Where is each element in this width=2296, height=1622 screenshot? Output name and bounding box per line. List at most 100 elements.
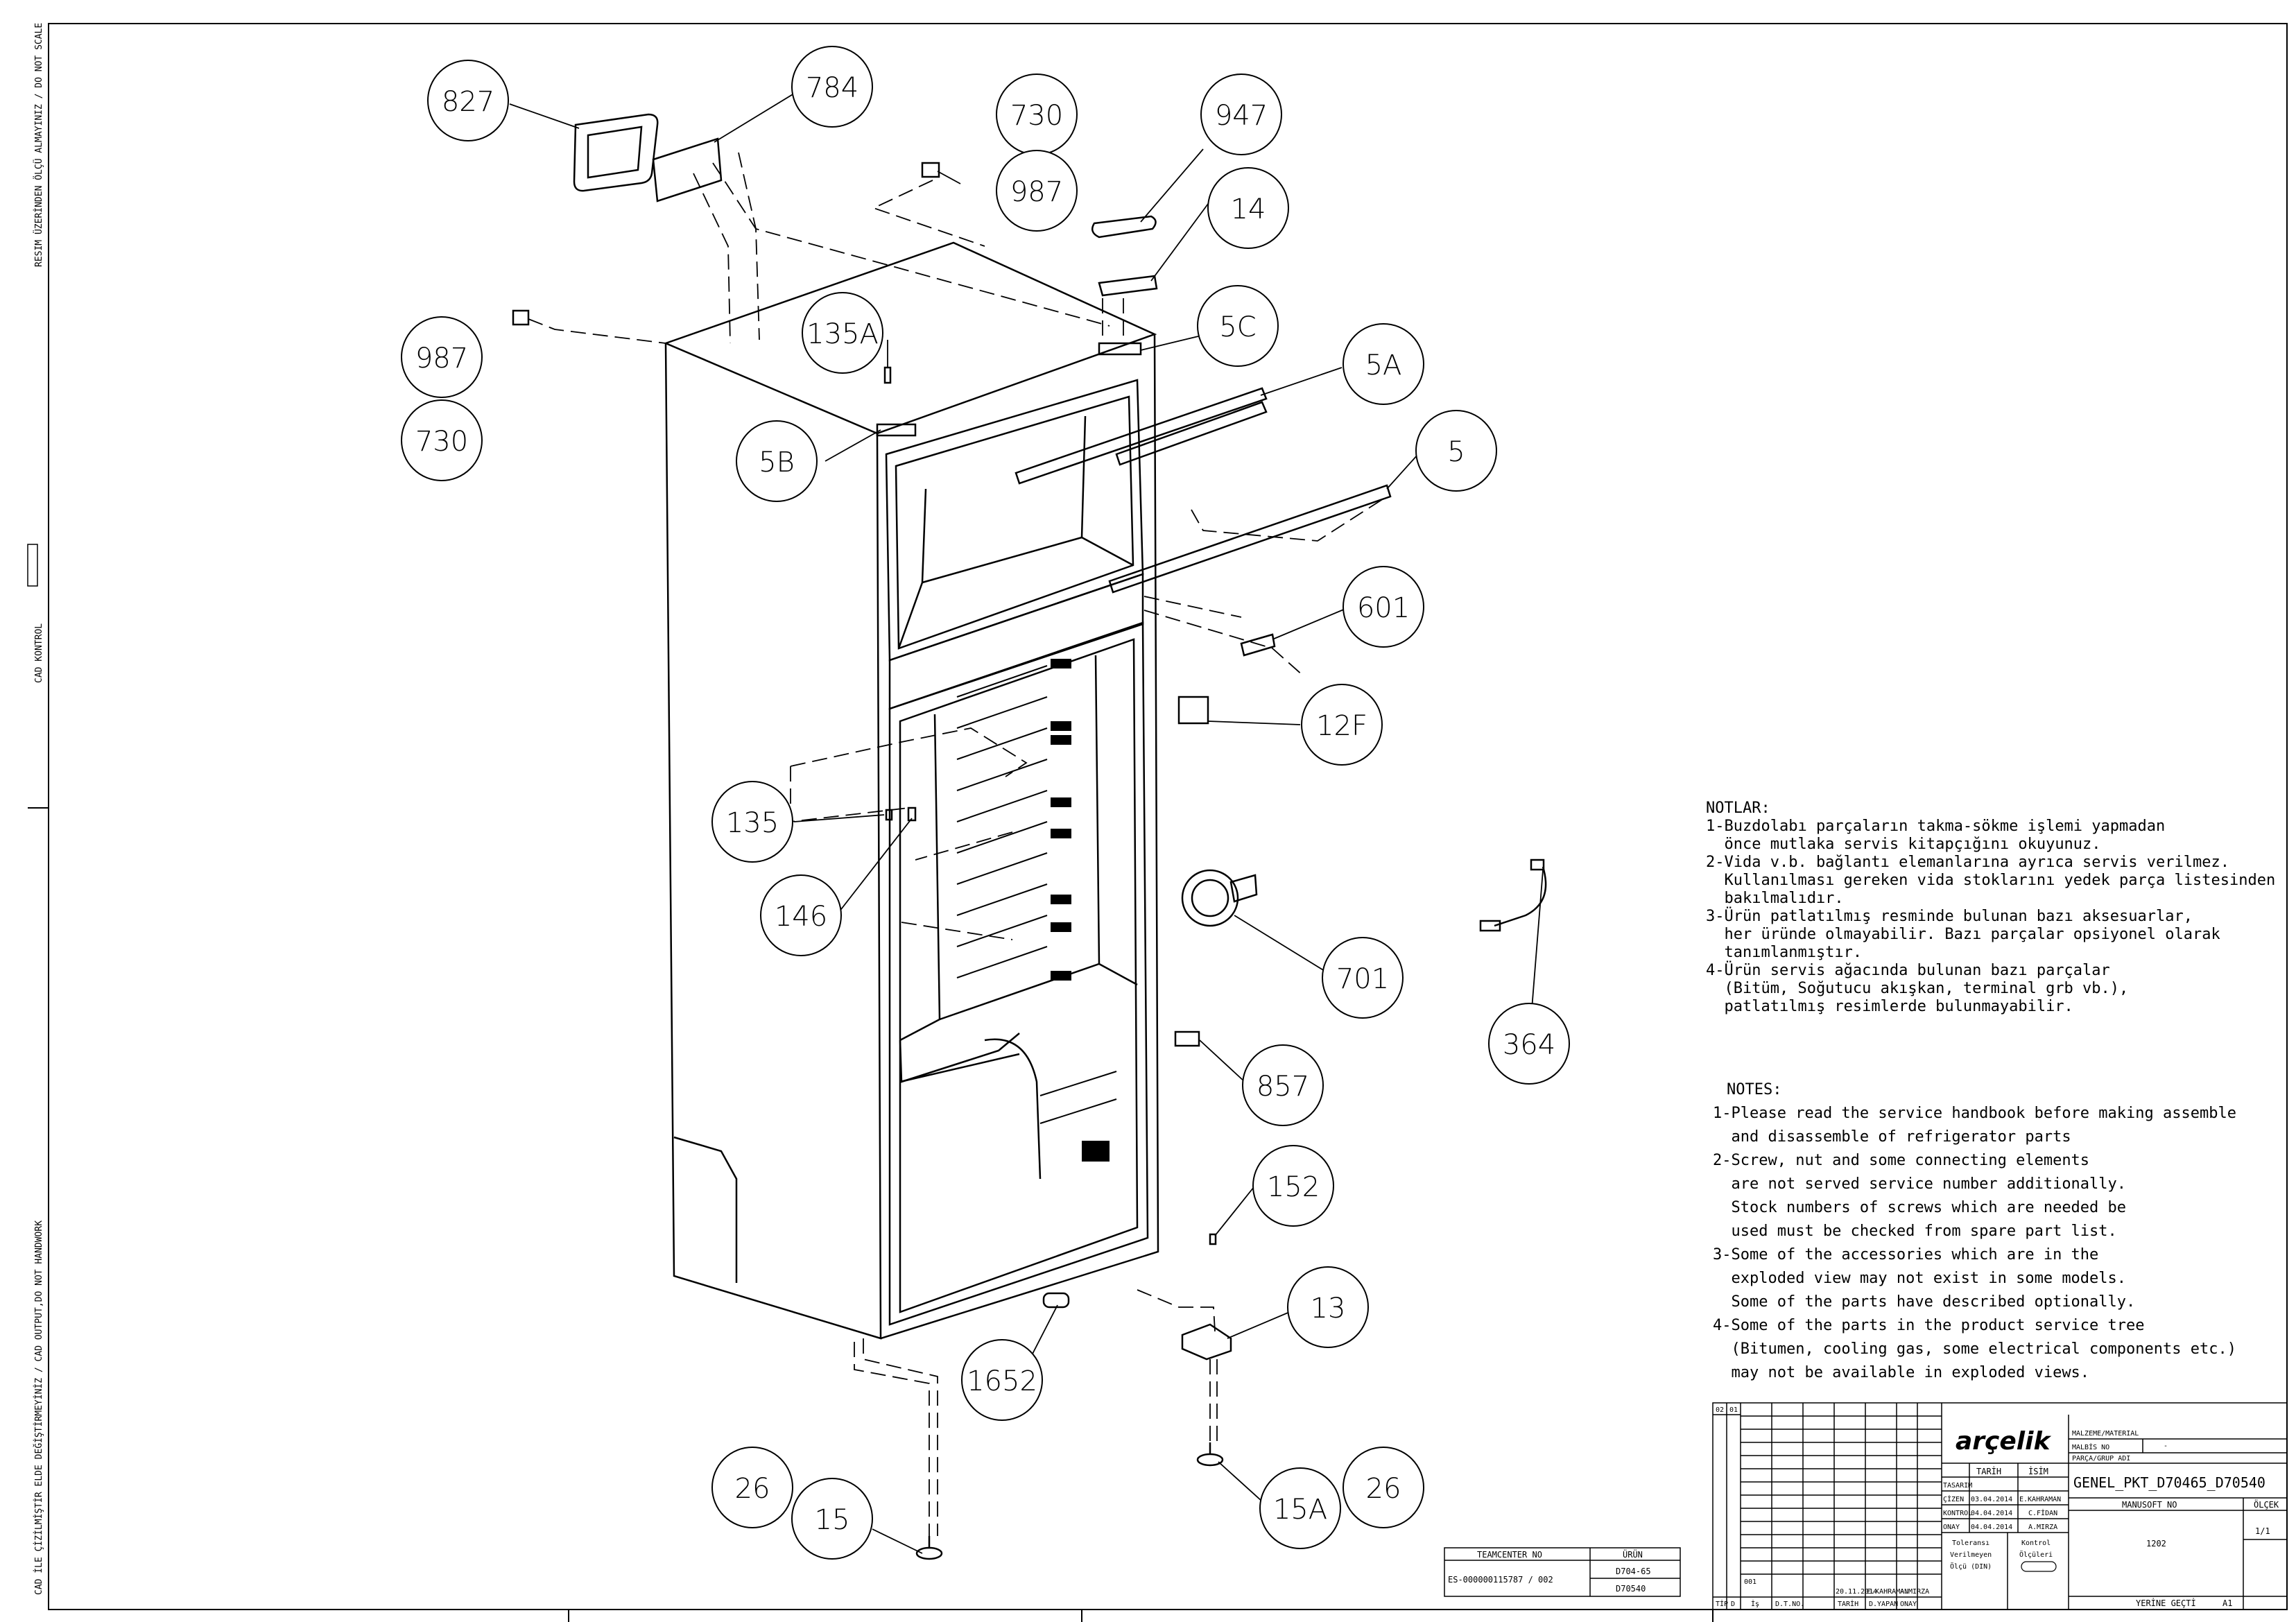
notes-en-line: (Bitumen, cooling gas, some electrical c…	[1713, 1340, 2236, 1358]
notes-tr-line: 1-Buzdolabı parçaların takma-sökme işlem…	[1706, 818, 2165, 835]
row-onay-date: 04.04.2014	[1971, 1524, 2012, 1531]
callout-26-right: 26	[1366, 1473, 1401, 1505]
arcelik-logo: arçelik	[1956, 1427, 2051, 1456]
product-2: D70540	[1616, 1584, 1646, 1594]
notes-tr-line: 3-Ürün patlatılmış resminde bulunan bazı…	[1706, 907, 2193, 925]
notes-turkish: NOTLAR: 1-Buzdolabı parçaların takma-sök…	[1706, 800, 2275, 1015]
parts	[512, 113, 1547, 1560]
notes-english: NOTES: 1-Please read the service handboo…	[1713, 1081, 2236, 1381]
part-827-frame	[573, 113, 659, 192]
callout-701: 701	[1336, 963, 1389, 995]
callout-947: 947	[1215, 100, 1268, 132]
row-kontrol-name: C.FİDAN	[2028, 1508, 2057, 1517]
row-cizen-name: E.KAHRAMAN	[2019, 1496, 2061, 1503]
notes-en-line: 1-Please read the service handbook befor…	[1713, 1105, 2236, 1122]
teamcenter-box	[1444, 1547, 1681, 1597]
callout-601: 601	[1357, 592, 1410, 624]
callout-987-left: 987	[415, 343, 468, 374]
callout-15a: 15A	[1273, 1494, 1327, 1526]
notes-en-line: Stock numbers of screws which are needed…	[1713, 1199, 2126, 1216]
part-701-fan	[1181, 869, 1239, 927]
teamcenter-header: TEAMCENTER NO	[1477, 1550, 1542, 1560]
callout-730-left: 730	[415, 426, 468, 458]
malzeme-label: MALZEME/MATERIAL	[2072, 1430, 2139, 1438]
malbis-label: MALBİS NO	[2072, 1442, 2109, 1451]
notes-tr-line: önce mutlaka servis kitapçığını okuyunuz…	[1706, 836, 2101, 853]
part-135a-pin	[883, 366, 892, 384]
rev-row-ok: A.MIRZA	[1900, 1588, 1929, 1596]
notes-tr-line: patlatılmış resimlerde bulunmayabilir.	[1706, 998, 2073, 1015]
part-12f-label	[1177, 696, 1209, 725]
callout-827: 827	[442, 86, 494, 118]
side-label-bottom: CAD İLE ÇİZİLMİŞTİR ELDE DEĞİŞTİRMEYİNİZ…	[33, 1220, 44, 1595]
footer-dtno: D.T.NO.	[1775, 1601, 1804, 1608]
rev-row-tip: 001	[1744, 1578, 1756, 1586]
cad-control-box	[27, 544, 38, 587]
sheet-size: A1	[2222, 1598, 2232, 1608]
callout-146: 146	[775, 901, 827, 933]
notes-tr-line: (Bitüm, Soğutucu akışkan, terminal grb v…	[1706, 980, 2128, 997]
part-947-hinge-cover	[1091, 215, 1157, 239]
part-5c-plate	[1098, 342, 1142, 356]
callout-5b: 5B	[759, 447, 795, 478]
callout-1652: 1652	[967, 1365, 1037, 1397]
rev-row-date: 20.11.2014	[1836, 1588, 1877, 1596]
tarih-label: TARİH	[1976, 1466, 2001, 1476]
callout-730: 730	[1010, 100, 1063, 132]
callout-12f: 12F	[1316, 710, 1367, 742]
part-146-pin	[907, 806, 917, 822]
notes-en-line: used must be checked from spare part lis…	[1713, 1223, 2117, 1240]
notes-en-line: 3-Some of the accessories which are in t…	[1713, 1246, 2098, 1263]
notes-tr-heading: NOTLAR:	[1706, 800, 1770, 817]
callout-135: 135	[726, 807, 779, 839]
footer-d: D	[1731, 1601, 1735, 1608]
part-135-pin	[885, 809, 893, 821]
shelf-rails	[956, 665, 1117, 1124]
row-onay-name: A.MIRZA	[2028, 1524, 2057, 1531]
notes-en-line: are not served service number additional…	[1713, 1175, 2126, 1193]
footer-onay: ONAY	[1900, 1601, 1917, 1608]
parca-value: GENEL_PKT_D70465_D70540	[2073, 1474, 2265, 1491]
side-label-top: RESIM ÜZERİNDEN ÖLÇÜ ALMAYINIZ / DO NOT …	[33, 23, 44, 267]
notes-en-line: 2-Screw, nut and some connecting element…	[1713, 1152, 2089, 1169]
row-kontrol-label: KONTROL	[1943, 1510, 1972, 1517]
part-5-rail	[1108, 484, 1392, 594]
yerine-gecti-label: YERİNE GEÇTİ	[2136, 1598, 2196, 1608]
notes-tr-line: bakılmalıdır.	[1706, 890, 1844, 907]
title-block	[1712, 1402, 2288, 1610]
callout-14: 14	[1231, 193, 1266, 225]
callout-857: 857	[1257, 1071, 1309, 1103]
product-1: D704-65	[1616, 1567, 1651, 1576]
notes-tr-line: 2-Vida v.b. bağlantı elemanlarına ayrıca…	[1706, 854, 2229, 871]
rev-row-by: E.KAHRAMAN	[1867, 1588, 1908, 1596]
callout-364: 364	[1503, 1029, 1555, 1061]
part-784-board	[652, 137, 723, 202]
rev-01: 01	[1729, 1406, 1738, 1414]
callout-15: 15	[815, 1504, 850, 1536]
manusoft-label: MANUSOFT NO	[2122, 1500, 2177, 1510]
product-header: ÜRÜN	[1623, 1548, 1643, 1560]
notes-en-line: may not be available in exploded views.	[1713, 1364, 2089, 1381]
notes-en-heading: NOTES:	[1727, 1081, 1781, 1098]
part-987-clip	[921, 162, 940, 178]
part-364-sensor-cable	[1494, 866, 1547, 927]
row-tasarim-label: TASARIM	[1943, 1482, 1972, 1490]
assembly-lines	[528, 152, 1388, 1536]
part-13-bottom-hinge	[1181, 1323, 1232, 1361]
kontrol-1: Kontrol	[2021, 1539, 2051, 1547]
olcek-label: ÖLÇEK	[2254, 1499, 2279, 1510]
notes-tr-line: her üründe olmayabilir. Bazı parçalar op…	[1706, 926, 2220, 943]
footer-tip: TİP	[1716, 1599, 1728, 1608]
notes-tr-line: Kullanılması gereken vida stoklarını yed…	[1706, 872, 2275, 889]
part-1652-plug	[1042, 1292, 1070, 1309]
part-15-foot	[915, 1546, 943, 1560]
callout-26-left: 26	[735, 1473, 770, 1505]
rev-02: 02	[1716, 1406, 1724, 1414]
olcek-value: 1/1	[2255, 1526, 2270, 1536]
notes-tr-line: 4-Ürün servis ağacında bulunan bazı parç…	[1706, 961, 2110, 979]
part-857	[1174, 1030, 1200, 1047]
side-label-middle: CAD KONTROL	[34, 623, 44, 683]
callout-bubbles	[401, 46, 1570, 1560]
parca-label: PARÇA/GRUP ADI	[2072, 1455, 2130, 1463]
